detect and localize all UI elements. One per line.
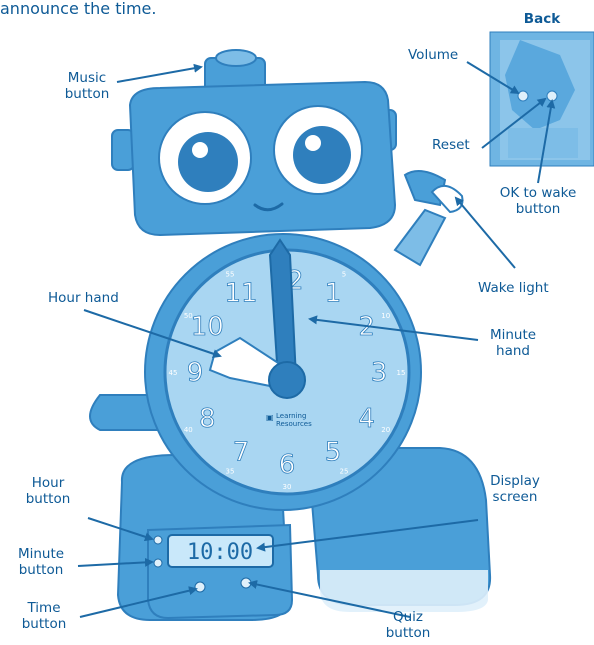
clock-brand-icon: ▣ [266,413,274,422]
clock-minute-number: 45 [169,369,178,377]
display-time: 10:00 [187,540,253,565]
display-screen-label: Display screen [480,473,550,505]
reset-label: Reset [432,137,470,153]
time-button-icon [195,582,205,592]
music-button-label: Music button [52,70,122,102]
back-panel-inset [490,32,594,166]
minute-hand-label: Minute hand [478,327,548,359]
volume-knob-icon [518,91,528,101]
clock-hour-number: 3 [371,358,388,388]
clock-minute-number: 50 [184,312,193,320]
minute-button-icon [154,559,162,567]
clock-brand-line-2: Resources [276,420,312,428]
clock-hour-number: 9 [187,358,204,388]
back-inset-title: Back [512,11,572,27]
clock-minute-number: 30 [283,483,292,491]
ok-to-wake-switch-icon [547,91,557,101]
clock-base: 10:00 [148,525,292,618]
robot-head [130,50,395,235]
clock-hour-number: 4 [358,404,375,434]
hour-button-label: Hour button [18,475,78,507]
clock-hour-number: 5 [325,438,342,468]
time-button-label: Time button [14,600,74,632]
clock-minute-number: 10 [381,312,390,320]
clock-minute-number: 15 [397,369,406,377]
clock-hour-number: 6 [279,450,296,480]
clock-minute-number: 35 [226,468,235,476]
music-button-icon [216,50,256,66]
wake-light-label: Wake light [478,280,549,296]
hour-button-icon [154,536,162,544]
clock-hour-number: 8 [199,404,216,434]
clock-minute-number: 25 [340,468,349,476]
clock-hour-number: 7 [233,438,250,468]
clock-minute-number: 20 [381,426,390,434]
quiz-button-icon [241,578,251,588]
clock-minute-number: 40 [184,426,193,434]
clock-body: ▣ Learning Resources 121234567891011 510… [145,234,421,510]
minute-button-label: Minute button [6,546,76,578]
caption-text: announce the time. [0,0,156,18]
ok-to-wake-label: OK to wake button [488,185,588,217]
clock-hour-number: 11 [224,278,257,308]
clock-brand-line-1: Learning [276,412,306,420]
clock-minute-number: 55 [226,270,235,278]
volume-label: Volume [408,47,458,63]
clock-hour-number: 1 [325,278,342,308]
clock-hour-number: 10 [191,312,224,342]
quiz-button-label: Quiz button [378,609,438,641]
hour-hand-label: Hour hand [48,290,119,306]
clock-center-cap [269,362,305,398]
clock-minute-number: 5 [342,270,346,278]
